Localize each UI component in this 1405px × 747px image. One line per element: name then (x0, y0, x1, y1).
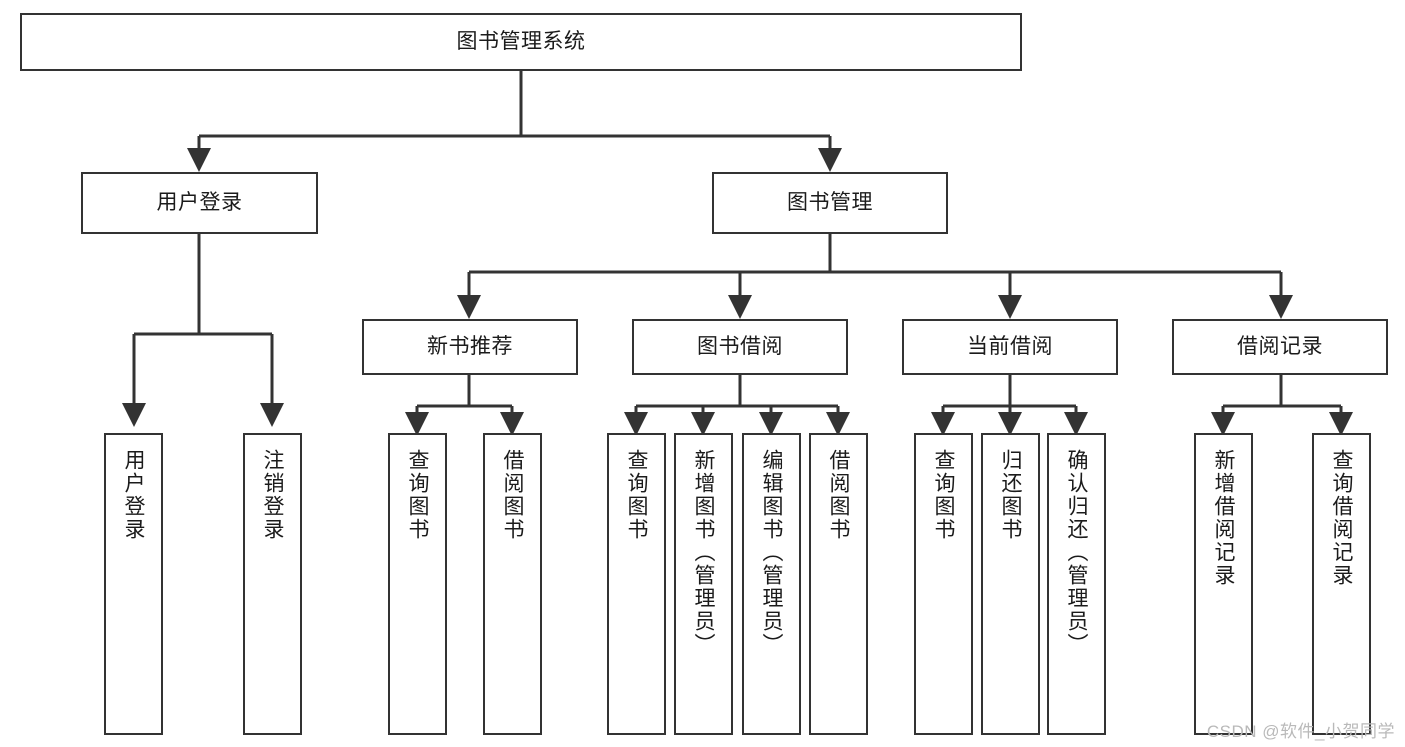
node-leaf-query-record-label: 查询借阅记录 (1330, 449, 1353, 587)
node-leaf-edit-book[interactable]: 编辑图书（管理员） (742, 433, 801, 735)
node-leaf-add-record-label: 新增借阅记录 (1212, 449, 1235, 587)
node-leaf-return-book-label: 归还图书 (999, 449, 1022, 541)
node-book-borrow[interactable]: 图书借阅 (632, 319, 848, 375)
node-leaf-user-login[interactable]: 用户登录 (104, 433, 163, 735)
node-root-label: 图书管理系统 (456, 29, 586, 53)
node-leaf-query-book-3[interactable]: 查询图书 (914, 433, 973, 735)
node-current-borrow[interactable]: 当前借阅 (902, 319, 1118, 375)
node-leaf-borrow-book-2-label: 借阅图书 (827, 449, 850, 541)
node-leaf-confirm-return-label: 确认归还（管理员） (1065, 449, 1088, 656)
node-leaf-user-login-label: 用户登录 (122, 449, 145, 541)
node-new-book-rec[interactable]: 新书推荐 (362, 319, 578, 375)
node-leaf-query-book-3-label: 查询图书 (932, 449, 955, 541)
node-leaf-query-record[interactable]: 查询借阅记录 (1312, 433, 1371, 735)
node-leaf-borrow-book-1[interactable]: 借阅图书 (483, 433, 542, 735)
node-user-login[interactable]: 用户登录 (81, 172, 318, 234)
node-borrow-record[interactable]: 借阅记录 (1172, 319, 1388, 375)
node-leaf-edit-book-label: 编辑图书（管理员） (760, 449, 783, 656)
node-current-borrow-label: 当前借阅 (967, 334, 1053, 358)
node-leaf-query-book-1-label: 查询图书 (406, 449, 429, 541)
node-leaf-add-record[interactable]: 新增借阅记录 (1194, 433, 1253, 735)
node-leaf-logout[interactable]: 注销登录 (243, 433, 302, 735)
node-leaf-return-book[interactable]: 归还图书 (981, 433, 1040, 735)
node-borrow-record-label: 借阅记录 (1237, 334, 1323, 358)
node-leaf-logout-label: 注销登录 (261, 449, 284, 541)
node-leaf-borrow-book-2[interactable]: 借阅图书 (809, 433, 868, 735)
node-book-borrow-label: 图书借阅 (697, 334, 783, 358)
node-leaf-query-book-2[interactable]: 查询图书 (607, 433, 666, 735)
node-leaf-borrow-book-1-label: 借阅图书 (501, 449, 524, 541)
node-new-book-rec-label: 新书推荐 (427, 334, 513, 358)
watermark-text: CSDN @软件_小贺同学 (1206, 722, 1395, 741)
node-book-manage[interactable]: 图书管理 (712, 172, 948, 234)
node-leaf-add-book[interactable]: 新增图书（管理员） (674, 433, 733, 735)
node-root[interactable]: 图书管理系统 (20, 13, 1022, 71)
node-user-login-label: 用户登录 (156, 190, 243, 214)
node-leaf-query-book-1[interactable]: 查询图书 (388, 433, 447, 735)
node-leaf-add-book-label: 新增图书（管理员） (692, 449, 715, 656)
node-leaf-query-book-2-label: 查询图书 (625, 449, 648, 541)
node-book-manage-label: 图书管理 (787, 190, 873, 214)
node-leaf-confirm-return[interactable]: 确认归还（管理员） (1047, 433, 1106, 735)
